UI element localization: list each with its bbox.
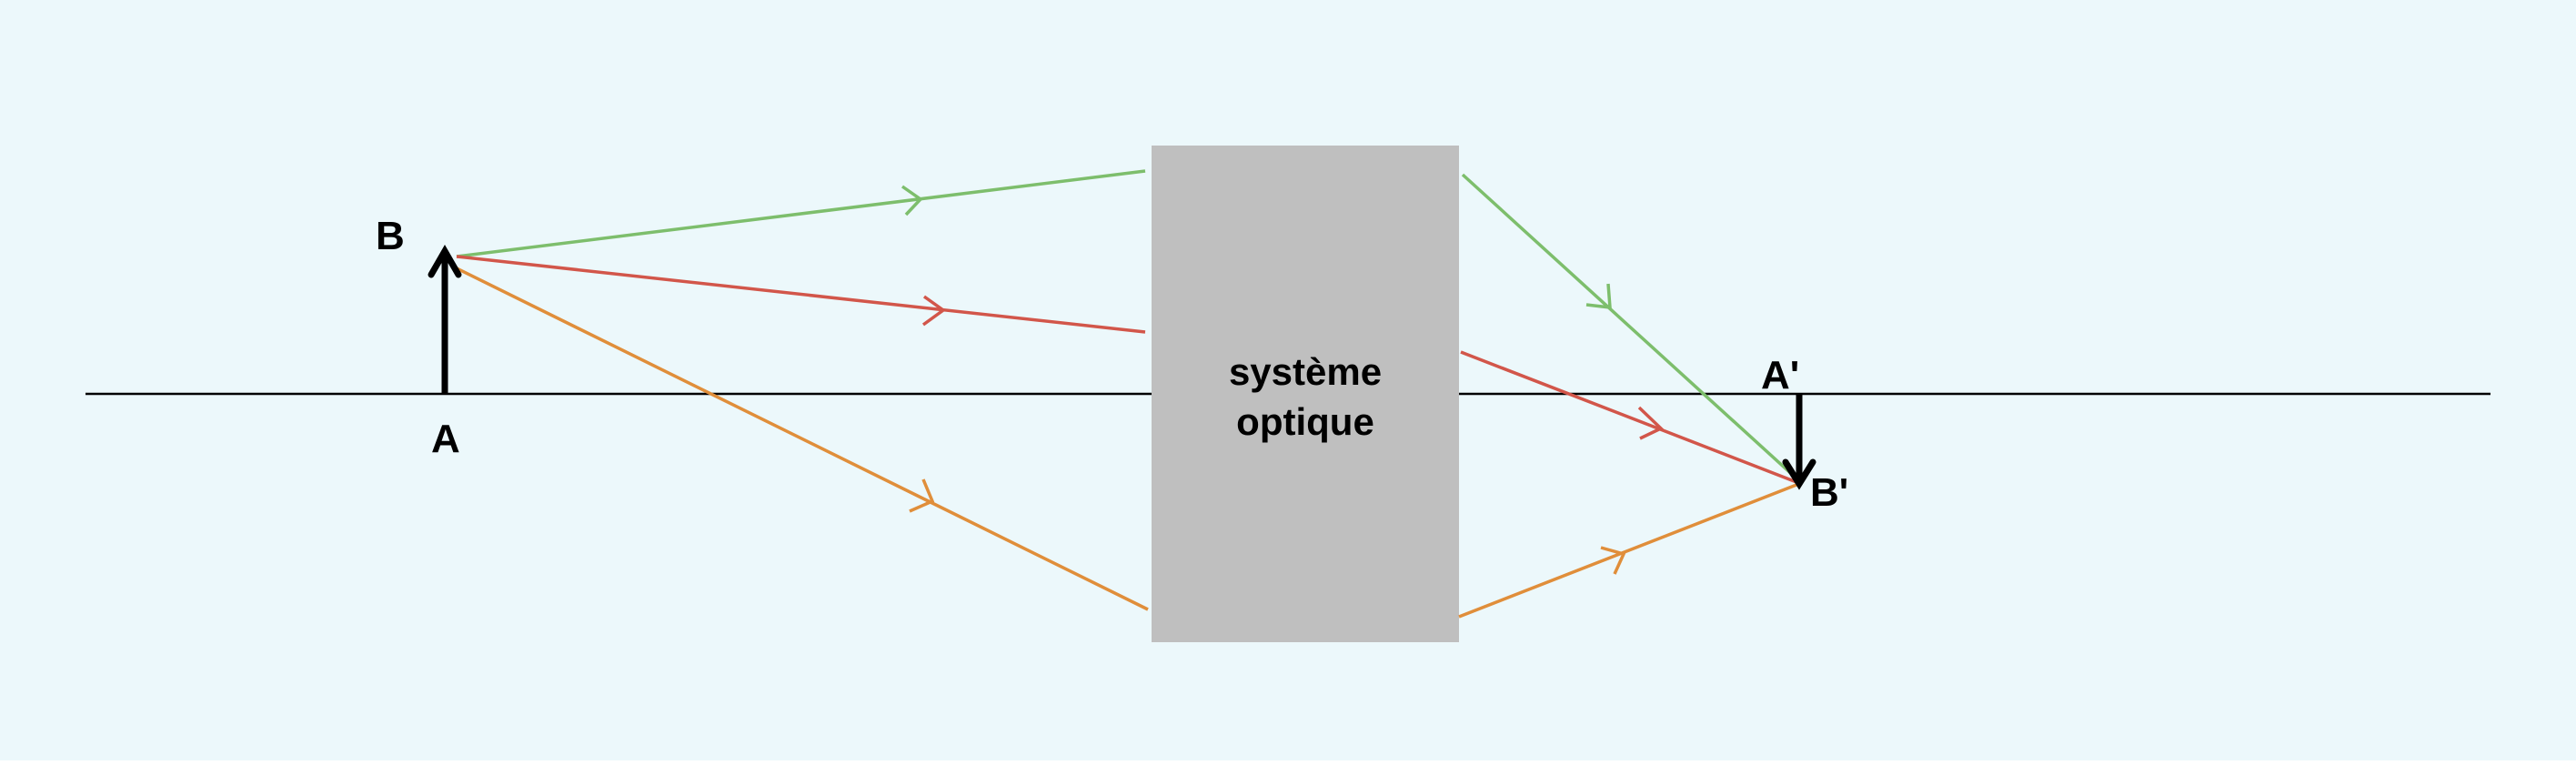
ray-green-emergent — [1461, 173, 1798, 480]
label-point-a-prime: A' — [1761, 353, 1799, 398]
ray-red-emergent — [1460, 350, 1797, 484]
image-arrow-head — [1782, 458, 1816, 490]
ray-red-incident — [456, 255, 1146, 334]
ray-red — [456, 255, 1797, 484]
object-arrow-head — [428, 244, 462, 278]
ray-orange — [456, 267, 1797, 619]
ray-orange-emergent-arrow — [1600, 546, 1626, 575]
ray-green-incident-arrow — [901, 185, 923, 216]
image-arrow — [1782, 394, 1816, 490]
label-point-b-prime: B' — [1810, 470, 1848, 515]
ray-orange-incident — [456, 267, 1149, 611]
ray-green-incident — [456, 169, 1146, 258]
label-point-b: B — [376, 214, 405, 258]
ray-green-emergent-arrow — [1585, 283, 1612, 309]
ray-orange-incident-arrow — [909, 478, 935, 513]
optical-system-box — [1152, 146, 1459, 642]
ray-orange-emergent — [1458, 483, 1797, 619]
optical-system-label-line2: optique — [1236, 400, 1374, 443]
label-point-a: A — [431, 417, 460, 461]
ray-green — [456, 169, 1798, 480]
ray-red-emergent-arrow — [1637, 406, 1665, 440]
ray-red-incident-arrow — [921, 295, 946, 327]
optical-system-label-line1: système — [1229, 350, 1382, 393]
object-arrow — [428, 244, 462, 394]
